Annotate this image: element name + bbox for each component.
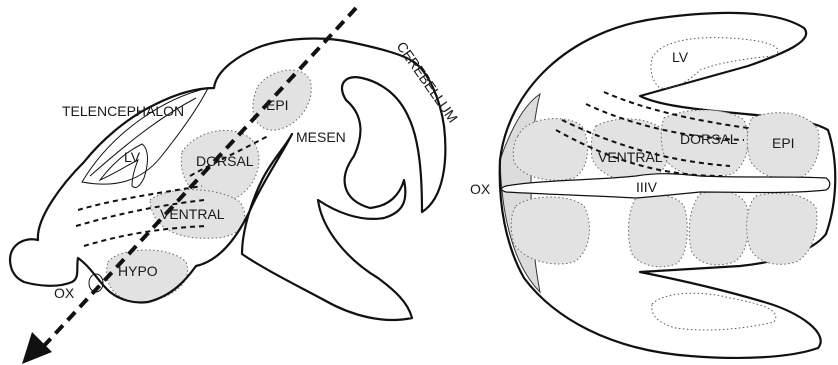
- label-lv-transverse: LV: [672, 49, 689, 65]
- label-ventral-transverse: VENTRAL: [598, 149, 663, 165]
- label-dorsal-transverse: DORSAL: [680, 131, 738, 147]
- label-epi-transverse: EPI: [772, 135, 795, 151]
- transverse-region-left-upper: [513, 119, 587, 181]
- transverse-region-lower-4: [747, 193, 817, 264]
- label-lv-sagittal: LV: [124, 149, 141, 165]
- label-iiiv: IIIV: [636, 179, 658, 195]
- sagittal-view: TELENCEPHALON LV EPI DORSAL VENTRAL HYPO…: [10, 8, 461, 364]
- transverse-region-lower-2: [629, 195, 688, 267]
- axis-arrowhead: [22, 332, 52, 364]
- transverse-region-lower-3: [689, 191, 749, 265]
- label-mesen: MESEN: [296, 129, 346, 145]
- label-ventral-sagittal: VENTRAL: [160, 206, 225, 222]
- label-telencephalon: TELENCEPHALON: [62, 103, 184, 119]
- label-ox-sagittal: OX: [54, 285, 75, 301]
- label-cerebellum: CEREBELLUM: [394, 39, 462, 126]
- label-epi-sagittal: EPI: [266, 97, 289, 113]
- transverse-view: LV DORSAL VENTRAL EPI IIIV OX: [470, 13, 835, 358]
- label-hypo: HYPO: [118, 263, 158, 279]
- lv-lower-ventricle: [652, 293, 776, 330]
- label-dorsal-sagittal: DORSAL: [196, 153, 254, 169]
- label-ox-transverse: OX: [470, 181, 491, 197]
